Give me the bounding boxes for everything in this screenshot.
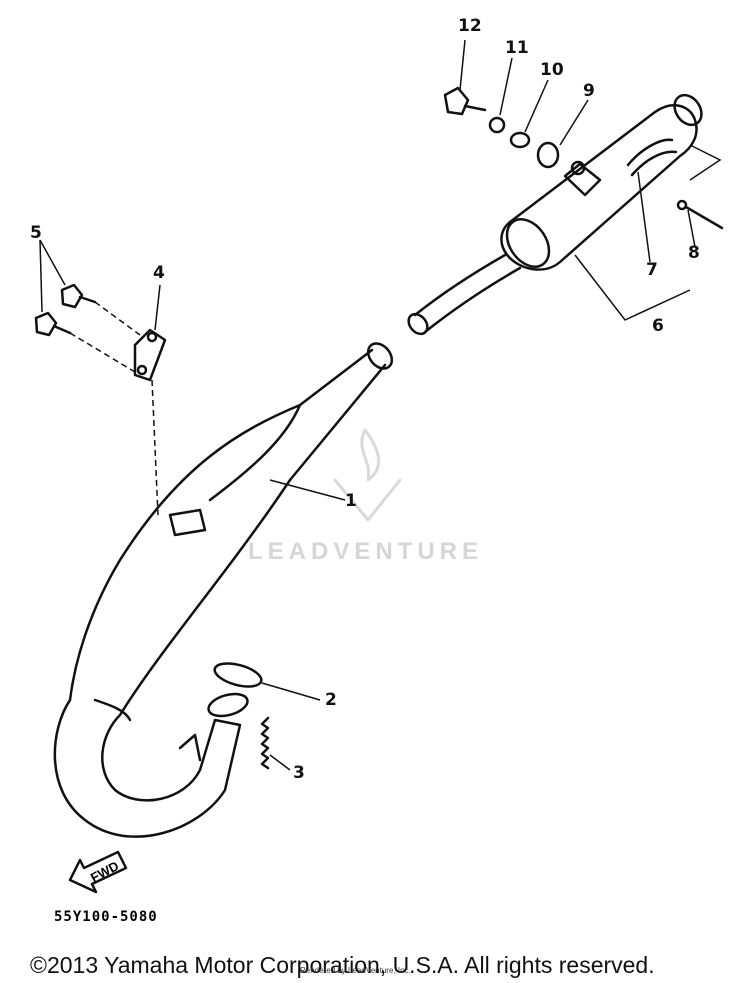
gasket-2 [213, 662, 263, 688]
screw-8 [676, 199, 724, 230]
muffler-assembly [407, 93, 703, 336]
callout-2: 2 [325, 690, 337, 710]
copyright-notice: ©2013 Yamaha Motor Corporation, U.S.A. A… [30, 952, 655, 978]
callout-8: 8 [688, 243, 700, 263]
callout-12: 12 [458, 16, 482, 36]
callout-4: 4 [153, 263, 165, 283]
callout-1: 1 [345, 491, 357, 511]
watermark-text: LEADVENTURE [248, 538, 484, 565]
exhaust-pipe [53, 342, 394, 838]
bolt-12 [443, 86, 487, 116]
spring-3 [260, 716, 270, 770]
callout-11: 11 [505, 38, 529, 58]
fwd-arrow-icon [68, 850, 128, 894]
rendered-note: Rendered by LeadVenture, Inc. [300, 966, 411, 975]
callout-9: 9 [583, 81, 595, 101]
callout-6: 6 [652, 316, 664, 336]
callout-10: 10 [540, 60, 564, 80]
callout-5: 5 [30, 223, 42, 243]
collar-10 [509, 131, 531, 149]
grommet-9 [536, 141, 560, 169]
bolt-5 [34, 283, 97, 337]
watermark-logo [333, 428, 402, 522]
washer-11 [488, 116, 506, 134]
callout-7: 7 [646, 260, 658, 280]
callout-3: 3 [293, 763, 305, 783]
drawing-code: 55Y100-5080 [54, 909, 158, 925]
bracket-4 [133, 328, 167, 382]
